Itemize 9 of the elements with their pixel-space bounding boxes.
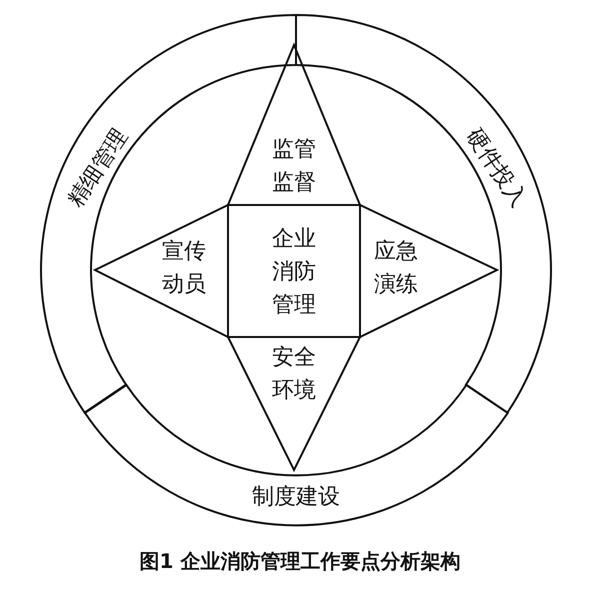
node-label: 安全环境 xyxy=(271,344,317,405)
node-label: 企业消防管理 xyxy=(271,226,317,320)
figure-caption: 图1 企业消防管理工作要点分析架构 xyxy=(140,549,460,573)
node-label: 宣传动员 xyxy=(161,238,207,299)
node-label: 硬件投入 xyxy=(460,124,532,214)
node-label: 应急演练 xyxy=(373,238,419,299)
node-label: 监管监督 xyxy=(271,136,317,197)
node-label: 制度建设 xyxy=(252,483,340,512)
node-label: 精细管理 xyxy=(62,124,134,214)
